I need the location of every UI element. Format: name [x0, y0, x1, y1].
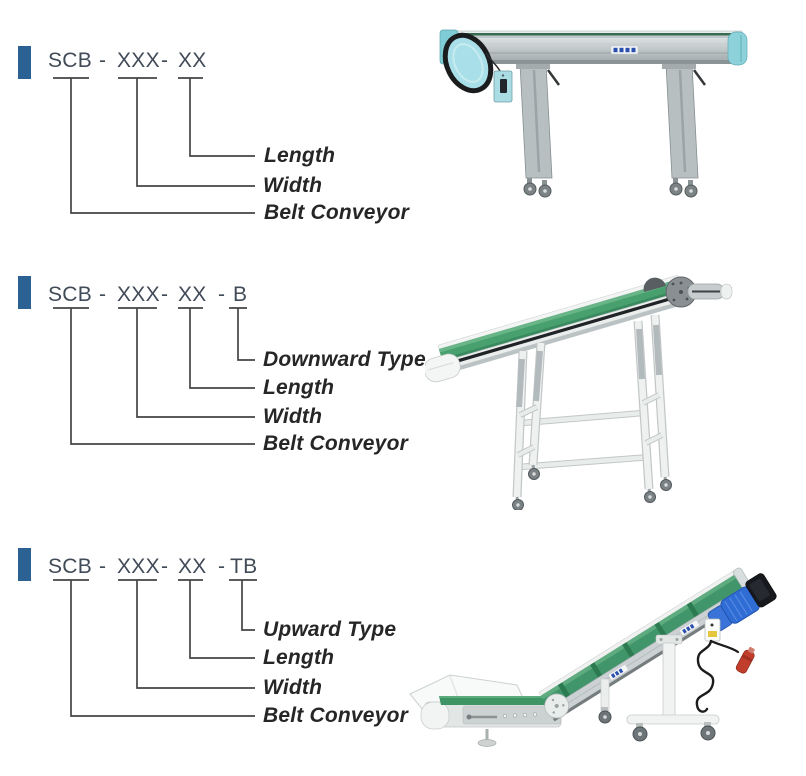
- model-code-dash: -: [99, 49, 107, 72]
- callout-line-downward-type: [229, 307, 255, 361]
- callout-line-width: [118, 307, 255, 418]
- model-code-prefix: SCB: [48, 49, 93, 72]
- model-code-prefix: SCB: [48, 555, 93, 578]
- conveyor-beam: [439, 29, 748, 66]
- model-code-length: XX: [178, 555, 207, 578]
- callout-line-belt-conveyor: [53, 307, 255, 445]
- conveyor-legs: [516, 63, 707, 198]
- callout-label-width: Width: [263, 405, 323, 428]
- callout-label-length: Length: [263, 376, 335, 399]
- callout-line-width: [118, 579, 255, 689]
- section-marker: [18, 548, 31, 581]
- power-plug: [735, 646, 755, 674]
- callout-line-belt-conveyor: [53, 579, 255, 717]
- callout-line-length: [178, 307, 255, 389]
- callout-label-upward-type: Upward Type: [263, 618, 397, 641]
- callout-line-width: [118, 77, 255, 187]
- model-code-dash: -: [161, 555, 169, 578]
- callout-label-width: Width: [263, 676, 323, 699]
- flat-belt-conveyor-photo: [439, 29, 748, 198]
- model-code-dash: -: [218, 555, 226, 578]
- control-box: [704, 618, 721, 642]
- callout-label-belt-conveyor: Belt Conveyor: [263, 704, 408, 727]
- model-code-type: B: [233, 283, 248, 306]
- callout-label-width: Width: [263, 174, 323, 197]
- casters: [512, 464, 672, 510]
- callout-line-upward-type: [229, 579, 257, 631]
- model-code-dash: -: [218, 283, 226, 306]
- power-cable: [695, 639, 740, 713]
- model-code-width: XXX: [117, 283, 160, 306]
- callout-label-belt-conveyor: Belt Conveyor: [263, 432, 408, 455]
- inclined-belt: [539, 567, 756, 722]
- model-code-length: XX: [178, 283, 207, 306]
- belt-deck: [425, 275, 689, 383]
- model-code-dash: -: [99, 555, 107, 578]
- model-code-dash: -: [99, 283, 107, 306]
- drive-pulley-cover: [442, 32, 494, 94]
- conveyor-stand: [598, 634, 720, 742]
- callout-label-length: Length: [264, 144, 336, 167]
- model-code-dash: -: [161, 49, 169, 72]
- section-marker: [18, 46, 31, 79]
- conveyor-stand: [512, 314, 670, 498]
- base-section: [420, 696, 562, 747]
- callout-label-length: Length: [263, 646, 335, 669]
- callout-line-belt-conveyor: [53, 77, 255, 214]
- section-marker: [18, 276, 31, 309]
- control-box: [485, 52, 513, 103]
- downward-belt-conveyor-photo: [425, 275, 733, 510]
- callout-line-length: [178, 579, 255, 659]
- model-code-dash: -: [161, 283, 169, 306]
- upward-belt-conveyor-photo: [409, 567, 777, 747]
- model-code-width: XXX: [117, 49, 160, 72]
- brand-logo: [610, 45, 639, 55]
- model-code-type: TB: [230, 555, 258, 578]
- model-code-prefix: SCB: [48, 283, 93, 306]
- callout-label-downward-type: Downward Type: [263, 348, 426, 371]
- callout-line-length: [178, 77, 255, 157]
- head-pulley: [643, 276, 733, 308]
- drive-motor: [707, 573, 777, 632]
- model-code-width: XXX: [117, 555, 160, 578]
- model-code-length: XX: [178, 49, 207, 72]
- callout-label-belt-conveyor: Belt Conveyor: [264, 201, 409, 224]
